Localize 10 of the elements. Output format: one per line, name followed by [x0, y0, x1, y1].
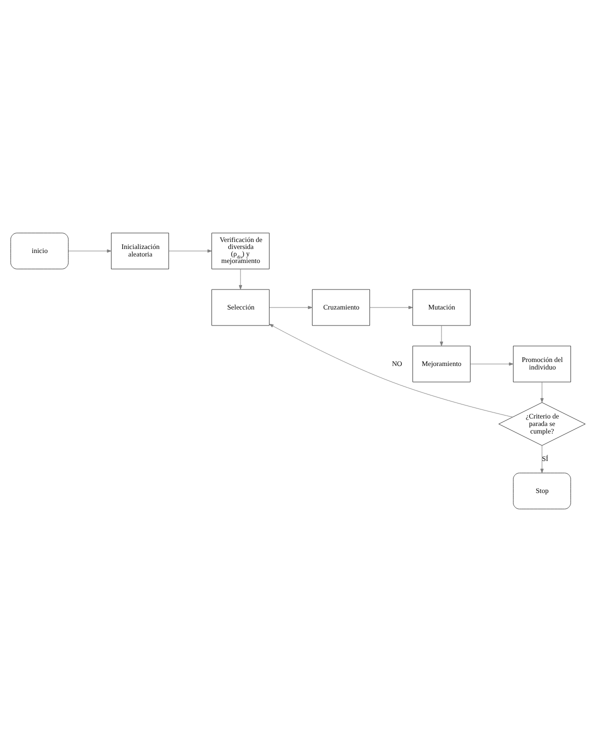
arrow [238, 268, 242, 290]
arrow [168, 248, 212, 252]
arrow [269, 305, 312, 309]
arrow [68, 248, 112, 252]
arrow [370, 305, 413, 309]
arrow [540, 381, 544, 402]
arrow [440, 324, 444, 346]
arrow [269, 323, 513, 417]
arrow [470, 362, 514, 366]
arrow [540, 444, 544, 473]
